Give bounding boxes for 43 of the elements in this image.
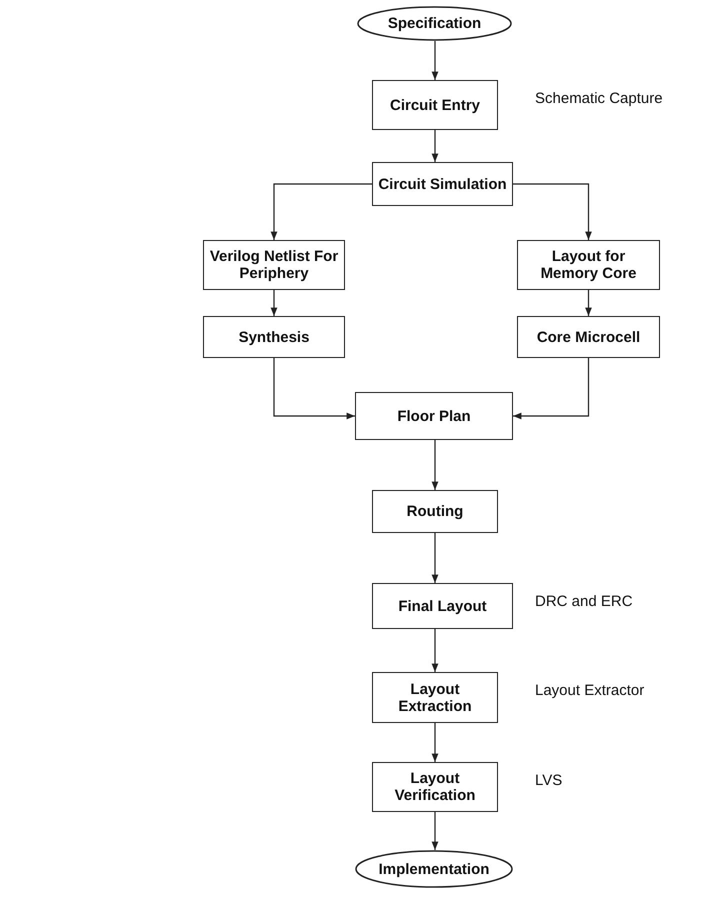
process-box xyxy=(372,762,498,812)
tool-note: LVS xyxy=(535,772,562,789)
step-label: Layout for Memory Core xyxy=(540,248,638,282)
process-box xyxy=(203,316,345,358)
arrow xyxy=(513,183,592,240)
step-label: Implementation xyxy=(378,860,490,878)
step-label: Layout Extraction xyxy=(397,680,473,714)
step-label: Core Microcell xyxy=(536,328,642,346)
process-box xyxy=(372,80,498,130)
step-label: Final Layout xyxy=(397,598,488,614)
step-label: Specification xyxy=(386,15,482,32)
arrow xyxy=(432,812,438,850)
process-box xyxy=(355,392,513,440)
tool-note: DRC and ERC xyxy=(535,593,633,610)
step-label: Layout Verification xyxy=(394,770,476,804)
process-box xyxy=(203,240,345,290)
terminal-ellipse xyxy=(357,6,512,41)
arrow xyxy=(270,290,278,316)
arrow xyxy=(513,358,590,420)
step-label: Synthesis xyxy=(238,328,310,346)
arrow xyxy=(432,533,438,583)
arrow xyxy=(432,130,438,162)
arrow xyxy=(432,723,438,762)
process-box xyxy=(372,583,513,629)
process-box xyxy=(517,316,660,358)
step-label: Circuit Entry xyxy=(388,96,481,114)
step-label: Verilog Netlist For Periphery xyxy=(208,248,340,282)
arrow xyxy=(273,358,355,420)
tool-note: Layout Extractor xyxy=(535,682,644,699)
arrow xyxy=(432,629,438,672)
arrow xyxy=(432,41,438,80)
step-label: Floor Plan xyxy=(396,408,472,424)
process-box xyxy=(372,162,513,206)
step-label: Routing xyxy=(406,503,464,520)
arrow xyxy=(270,183,372,240)
process-box xyxy=(372,490,498,533)
terminal-ellipse xyxy=(355,850,513,888)
process-box xyxy=(372,672,498,723)
arrow xyxy=(585,290,592,316)
step-label: Circuit Simulation xyxy=(377,176,508,192)
tool-note: Schematic Capture xyxy=(535,90,663,107)
process-box xyxy=(517,240,660,290)
arrow xyxy=(432,440,438,490)
